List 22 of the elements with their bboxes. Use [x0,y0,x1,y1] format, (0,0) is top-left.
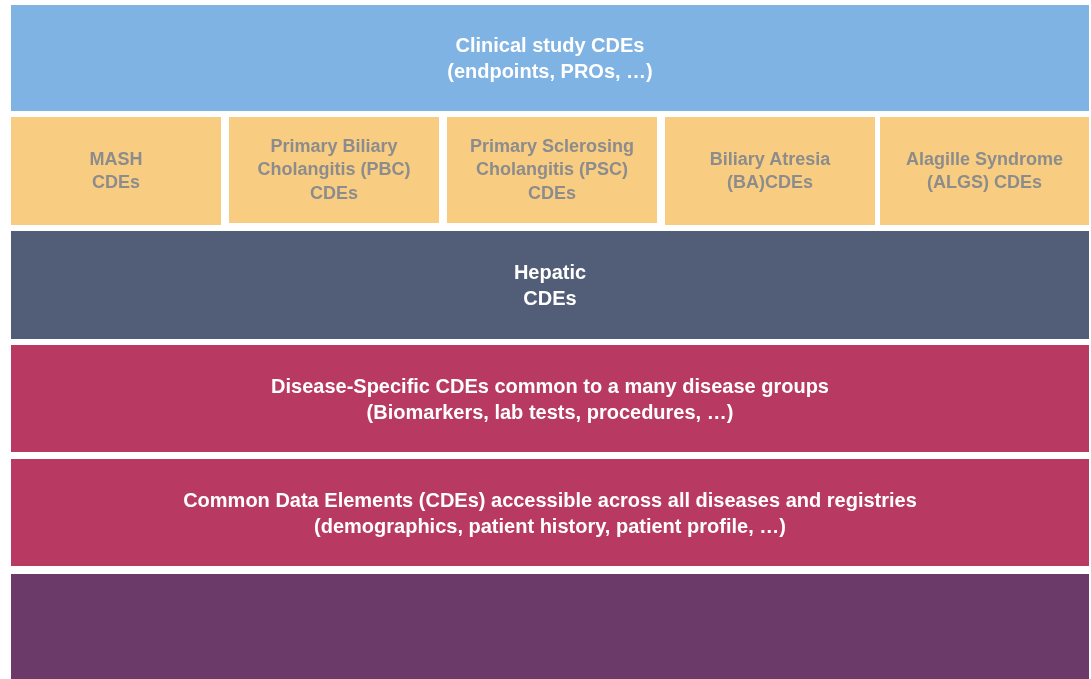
band-title: Common Data Elements (CDEs) accessible across all diseases and registries [183,487,917,513]
band-title: Disease-Specific CDEs common to a many disease groups [271,373,829,399]
layer-band [11,5,1089,111]
layer-band [11,231,1089,339]
box-band [11,574,1089,679]
band-title: Primary Biliary Cholangitis (PBC) CDEs [256,134,412,205]
layer-band [11,459,1089,566]
band-title: Biliary Atresia (BA)CDEs [708,147,832,194]
layer-band [447,117,657,223]
layer-band [229,117,439,223]
layer-band [880,117,1089,225]
band-subtitle: (Biomarkers, lab tests, procedures, …) [366,399,734,425]
band-title: Alagille Syndrome (ALGS) CDEs [904,147,1064,194]
band-title: Hepatic CDEs [512,260,588,311]
band-title: Clinical study CDEs [455,33,645,58]
band-title: MASH CDEs [88,147,144,194]
layer-band [11,345,1089,452]
band-subtitle: (demographics, patient history, patient profile, …) [314,513,786,539]
layer-band [665,117,875,225]
layer-band [11,117,221,225]
band-subtitle: (endpoints, PROs, …) [447,59,653,84]
band-title: Primary Sclerosing Cholangitis (PSC) CDEs [468,134,636,205]
